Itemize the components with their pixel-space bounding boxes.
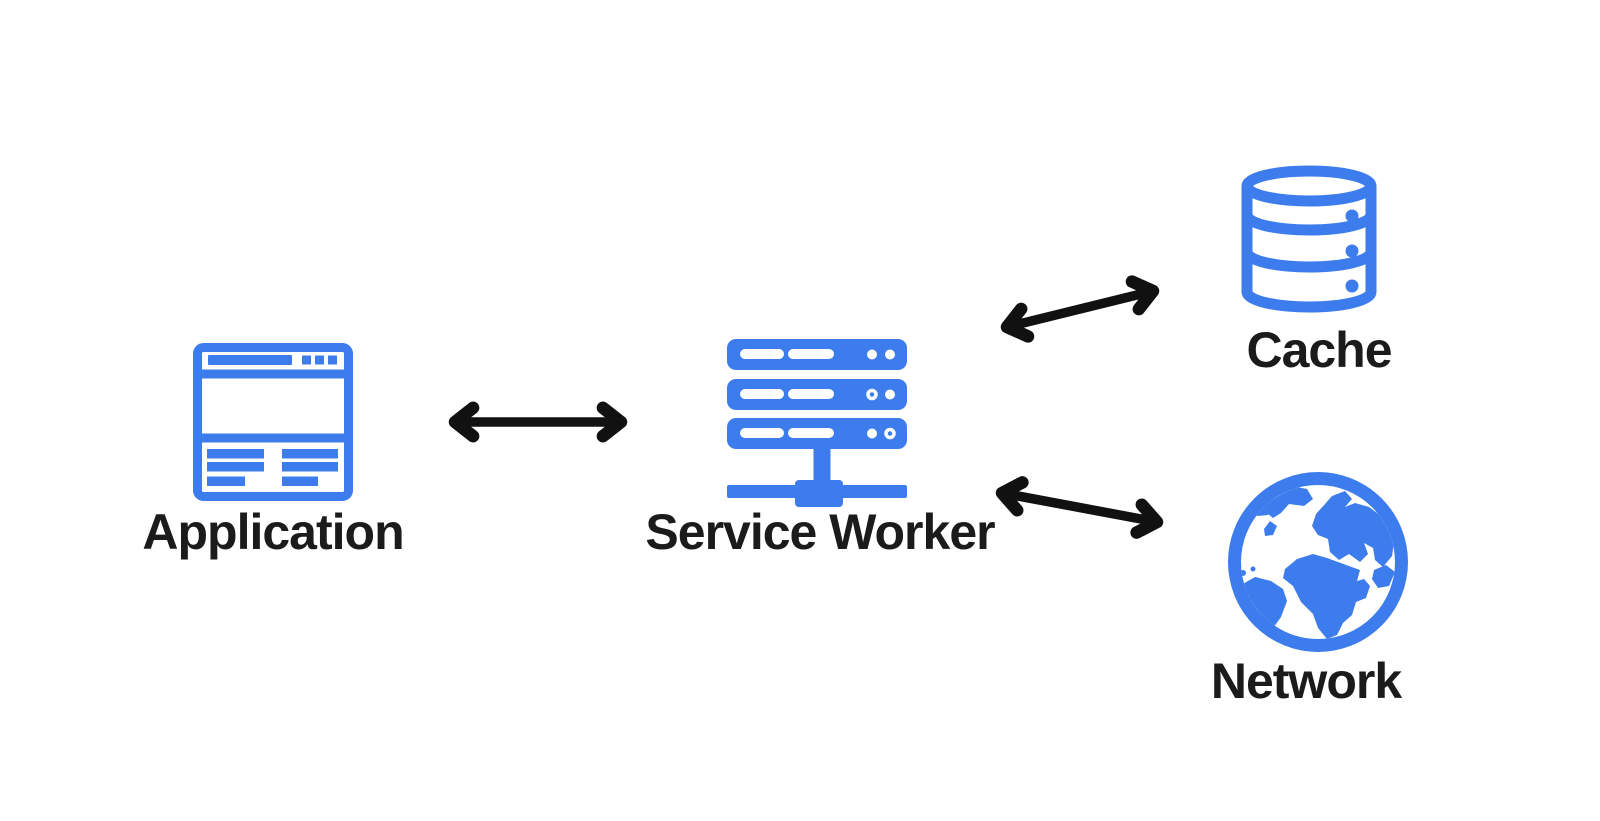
application-label: Application xyxy=(142,504,404,560)
arrow-service-worker-cache xyxy=(1000,275,1160,343)
browser-window-icon xyxy=(193,343,353,501)
cache-label: Cache xyxy=(1246,322,1392,378)
network-label: Network xyxy=(1210,653,1402,709)
database-icon xyxy=(1241,165,1377,313)
arrow-application-service-worker xyxy=(448,401,628,443)
globe-icon xyxy=(1228,472,1408,652)
server-stack-icon xyxy=(727,339,907,507)
service-worker-label: Service Worker xyxy=(645,504,995,560)
arrow-service-worker-network xyxy=(995,476,1164,539)
